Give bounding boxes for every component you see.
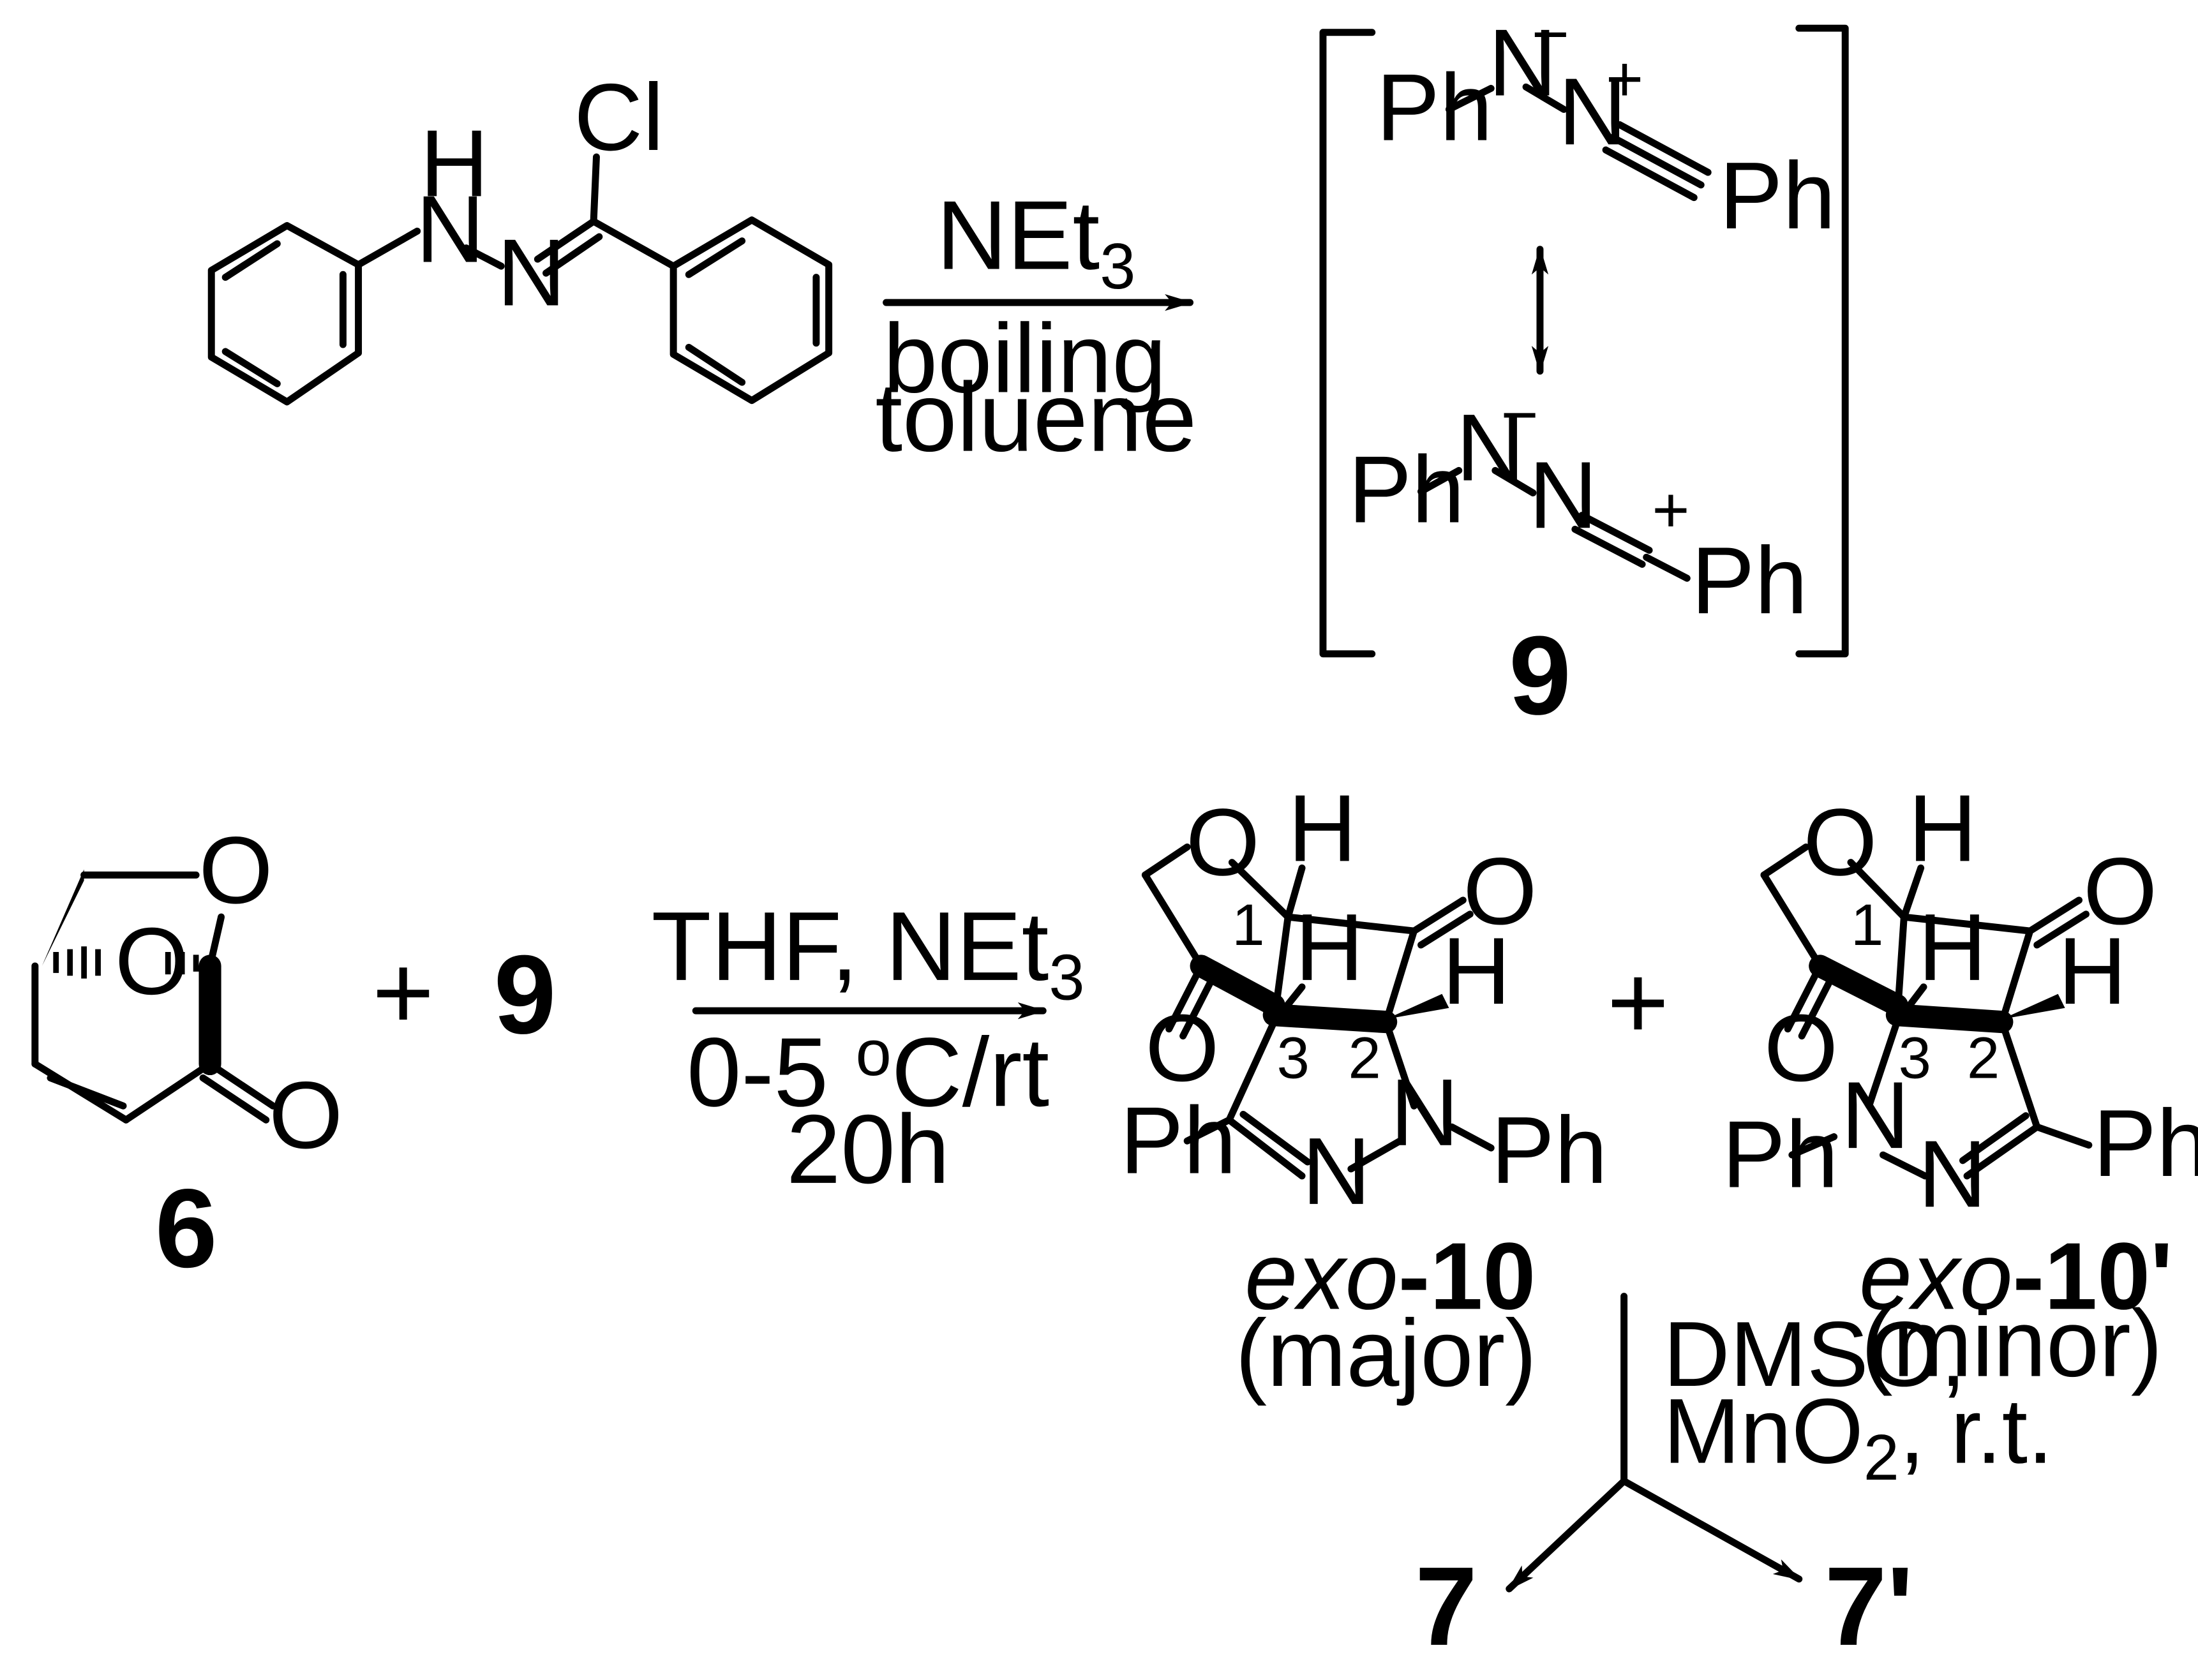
exo10p-n-eq: N	[1918, 1120, 1987, 1227]
exo10p-n-ph: N	[1841, 1062, 1910, 1168]
exo10p-o-keto: O	[2083, 838, 2157, 944]
atom-cl: Cl	[574, 64, 664, 170]
enone-o-top: O	[198, 817, 273, 923]
atom-n: N	[497, 219, 566, 326]
exo10-note: (major)	[1236, 1300, 1537, 1406]
res2-n2: N	[1529, 442, 1597, 548]
reaction-arrow-1: NEt3 boiling toluene	[875, 180, 1197, 472]
bracket-right	[1795, 24, 1849, 658]
res2-n1-charge: −	[1501, 380, 1539, 451]
temperature: 0-5 oC/rt	[687, 1017, 1049, 1127]
phenyl-ring-right	[669, 216, 833, 405]
exo10p-locant-2: 2	[1967, 1025, 2000, 1090]
exo10p-ph-n: Ph	[1722, 1101, 1838, 1208]
exo10-h3: H	[1295, 894, 1364, 1000]
hydrazonoyl-chloride: H N N Cl	[207, 64, 833, 406]
exo10-locant-1: 1	[1232, 892, 1264, 958]
atom-nh: N	[416, 176, 485, 283]
exo10-h1: H	[1288, 775, 1357, 881]
condition-line-1: boiling	[883, 304, 1167, 413]
res1-n2-charge: +	[1606, 43, 1643, 115]
exo-10-prime: O H O H H O 1 2 3 N Ph N Ph exo-	[1722, 775, 2198, 1396]
reaction-time: 20h	[786, 1094, 950, 1204]
bracket-left	[1319, 29, 1376, 658]
res2-c-charge: +	[1652, 475, 1689, 546]
nitrilimine-9: Ph N − N + Ph Ph N − N + Ph 9	[1319, 0, 1849, 738]
exo10-name: exo-10	[1245, 1223, 1536, 1329]
exo10p-name: exo-10'	[1859, 1223, 2173, 1329]
reaction-arrow-2: THF, NEt3 0-5 oC/rt 20h	[652, 891, 1085, 1204]
exo10p-locant-1: 1	[1851, 892, 1883, 958]
res1-ph1: Ph	[1376, 54, 1492, 161]
exo10p-ph-c: Ph	[2093, 1090, 2198, 1196]
exo10-o-ketal: O	[1145, 995, 1219, 1101]
exo10-ph-c: Ph	[1120, 1087, 1236, 1194]
reagents-thf-net3: THF, NEt3	[652, 891, 1085, 1014]
enone-o-keto: O	[269, 1062, 343, 1168]
exo10-o-keto: O	[1463, 838, 1537, 944]
res2-ph2: Ph	[1691, 527, 1807, 634]
phenyl-ring-left	[207, 222, 363, 406]
plus-sign-1: +	[372, 933, 434, 1052]
res1-n1-charge: −	[1532, 0, 1569, 70]
exo10p-note: (minor)	[1861, 1290, 2162, 1397]
plus-sign-2: +	[1607, 943, 1669, 1062]
compound-label-9: 9	[1509, 613, 1571, 738]
oxidation-arrow: DMSO, MnO2, r.t.	[1506, 1293, 2053, 1593]
exo10p-locant-3: 3	[1899, 1025, 1931, 1090]
exo10p-o-ketal: O	[1764, 995, 1838, 1101]
exo10p-h1: H	[1908, 775, 1977, 881]
oxidation-conditions-1: DMSO,	[1663, 1302, 1966, 1406]
exo10p-h3: H	[1918, 894, 1987, 1000]
enone-o-bridge: O	[115, 908, 189, 1015]
exo10-h2: H	[1442, 918, 1511, 1024]
exo10-ph-n: Ph	[1491, 1097, 1607, 1203]
res1-ph2: Ph	[1719, 142, 1835, 249]
hashed-bond-right	[165, 951, 199, 975]
exo10-locant-3: 3	[1277, 1025, 1310, 1090]
exo10p-h2: H	[2058, 918, 2127, 1024]
product-label-7: 7	[1415, 1544, 1477, 1669]
condition-line-2: toluene	[875, 362, 1197, 472]
res1-n2: N	[1559, 58, 1627, 165]
exo10-locant-2: 2	[1348, 1025, 1380, 1090]
reagent-net3: NEt3	[936, 180, 1135, 302]
enone-6: O O O 6	[31, 817, 343, 1291]
exo10-n-eq: N	[1302, 1118, 1371, 1224]
hashed-bond-left	[53, 946, 101, 979]
oxidation-conditions-2: MnO2, r.t.	[1663, 1379, 2053, 1494]
product-label-7-prime: 7'	[1825, 1544, 1913, 1669]
res2-ph1: Ph	[1348, 436, 1464, 543]
exo-10: O H O H H O 1 2 3 N N	[1120, 775, 1608, 1406]
atom-h: H	[420, 110, 489, 216]
compound-label-6: 6	[155, 1166, 218, 1291]
dipole-label-9: 9	[494, 932, 557, 1057]
